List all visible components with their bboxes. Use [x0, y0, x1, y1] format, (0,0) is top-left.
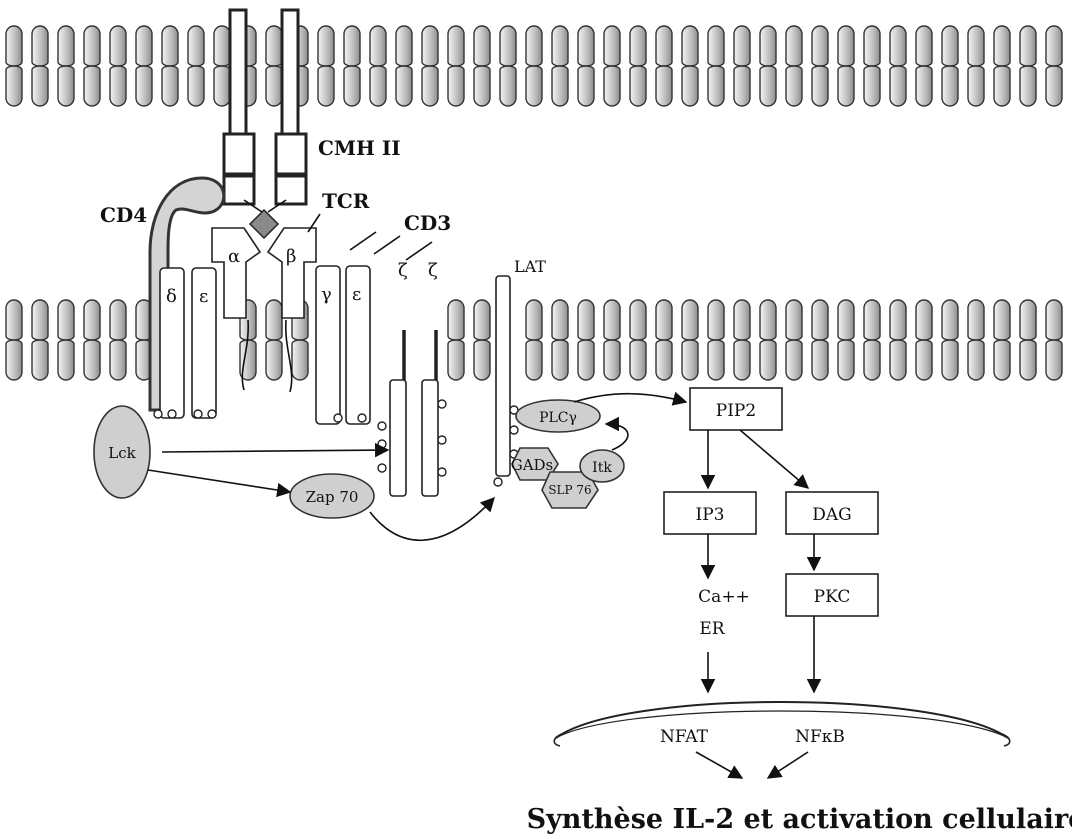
nfkb-to-output-arrow [768, 752, 808, 778]
output-title: Synthèse IL-2 et activation cellulaire [527, 804, 1072, 835]
nuclear-envelope [554, 702, 1010, 746]
pkc-label: PKC [814, 587, 851, 607]
slp76-label: SLP 76 [548, 483, 591, 497]
nfkb-label: NFκB [795, 727, 845, 747]
nfat-to-output-arrow [696, 752, 742, 778]
lck-label: Lck [108, 444, 136, 462]
pip2-to-dag-arrow [740, 430, 808, 488]
mhc-class-ii [224, 10, 306, 204]
epsilon1-label: ε [199, 286, 208, 307]
tcr-label: TCR [322, 189, 370, 213]
ca-label: Ca++ [698, 587, 750, 607]
cmh-label: CMH II [318, 136, 401, 160]
lck-to-zap70-arrow [148, 470, 290, 492]
cd3-label: CD3 [404, 211, 451, 235]
zap70-to-lat-arrow [370, 498, 494, 540]
zeta-chain-2 [422, 330, 438, 496]
plcg-to-pip2-arrow [574, 394, 686, 402]
peptide-antigen [250, 210, 278, 238]
cd4-label: CD4 [100, 203, 147, 227]
beta-label: β [286, 246, 296, 267]
zeta-chain-1 [390, 330, 406, 496]
apc-membrane [6, 26, 1062, 106]
nfat-label: NFAT [660, 727, 709, 747]
gamma-label: γ [321, 284, 332, 305]
ip3-label: IP3 [696, 505, 725, 525]
gads-label: GADs [511, 456, 554, 474]
itk-label: Itk [592, 460, 612, 476]
delta-label: δ [166, 286, 177, 307]
dag-label: DAG [812, 505, 852, 525]
zap70-label: Zap 70 [306, 488, 359, 506]
lat-adaptor [496, 276, 510, 476]
alpha-label: α [228, 246, 240, 267]
lat-label: LAT [514, 257, 546, 276]
epsilon2-label: ε [352, 284, 361, 305]
plcg-label: PLCγ [539, 410, 577, 426]
itk-to-plcg-arrow [606, 424, 628, 450]
zeta2-label: ζ [428, 260, 438, 281]
zeta1-label: ζ [398, 260, 408, 281]
lck-to-zeta-arrow [162, 450, 388, 452]
er-label: ER [699, 619, 725, 639]
pip2-label: PIP2 [716, 401, 756, 421]
